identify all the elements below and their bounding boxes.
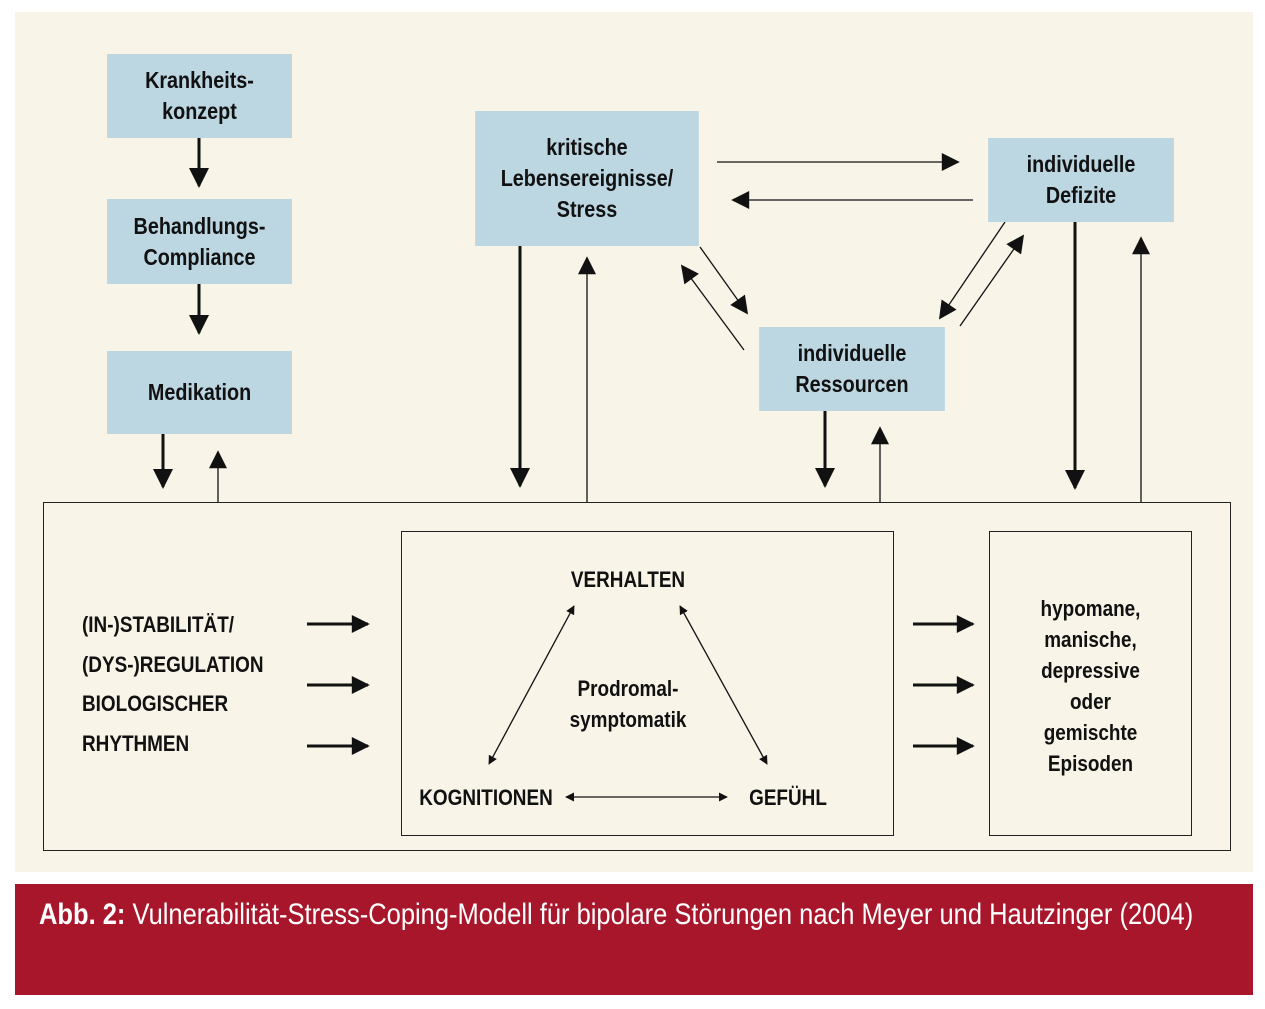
node-kognitionen: KOGNITIONEN bbox=[419, 785, 553, 810]
box-kritische-lebensereignisse: kritische Lebensereignisse/ Stress bbox=[475, 111, 699, 246]
episodes-label: hypomane, manische, depressive oder gemi… bbox=[1040, 596, 1141, 776]
box-individuelle-defizite-label: individuelle Defizite bbox=[1026, 151, 1136, 208]
box-individuelle-ressourcen-label: individuelle Ressourcen bbox=[795, 340, 909, 397]
arrow-stress-to-ressourcen bbox=[699, 246, 749, 315]
box-behandlungs-compliance-label: Behandlungs- Compliance bbox=[133, 212, 266, 270]
arrow-verhalten-gefuehl bbox=[679, 605, 768, 765]
rhythm-line-1: (IN-)STABILITÄT/ bbox=[82, 612, 235, 637]
node-gefuehl: GEFÜHL bbox=[749, 785, 827, 810]
prodromal-frame bbox=[401, 531, 894, 836]
arrow-ressourcen-to-defizite bbox=[959, 234, 1025, 327]
rhythm-line-3: BIOLOGISCHER bbox=[82, 691, 229, 716]
figure-caption: Abb. 2: Vulnerabilität-Stress-Coping-Mod… bbox=[15, 884, 1253, 995]
episodes-frame bbox=[989, 531, 1192, 836]
arrow-defizite-to-ressourcen bbox=[938, 221, 1006, 320]
box-medikation: Medikation bbox=[107, 351, 292, 434]
box-behandlungs-compliance: Behandlungs- Compliance bbox=[107, 199, 292, 284]
box-krankheitskonzept: Krankheits- konzept bbox=[107, 54, 292, 138]
arrow-ressourcen-to-stress bbox=[680, 264, 745, 351]
box-individuelle-defizite: individuelle Defizite bbox=[988, 138, 1174, 222]
box-individuelle-ressourcen: individuelle Ressourcen bbox=[759, 327, 945, 411]
rhythm-line-4: RHYTHMEN bbox=[82, 731, 190, 756]
box-kritische-lebensereignisse-label: kritische Lebensereignisse/ Stress bbox=[500, 134, 674, 222]
caption-text: Vulnerabilität-Stress-Coping-Modell für … bbox=[125, 898, 1194, 931]
node-prodromal-symptomatik: Prodromal- symptomatik bbox=[569, 676, 687, 732]
node-verhalten: VERHALTEN bbox=[570, 567, 686, 592]
arrow-verhalten-kognitionen bbox=[488, 605, 575, 765]
caption-label: Abb. 2: bbox=[39, 898, 126, 931]
rhythm-line-2: (DYS-)REGULATION bbox=[82, 652, 264, 677]
outer-system-frame bbox=[43, 502, 1231, 851]
box-krankheitskonzept-label: Krankheits- konzept bbox=[145, 67, 254, 124]
box-medikation-label: Medikation bbox=[147, 379, 252, 405]
